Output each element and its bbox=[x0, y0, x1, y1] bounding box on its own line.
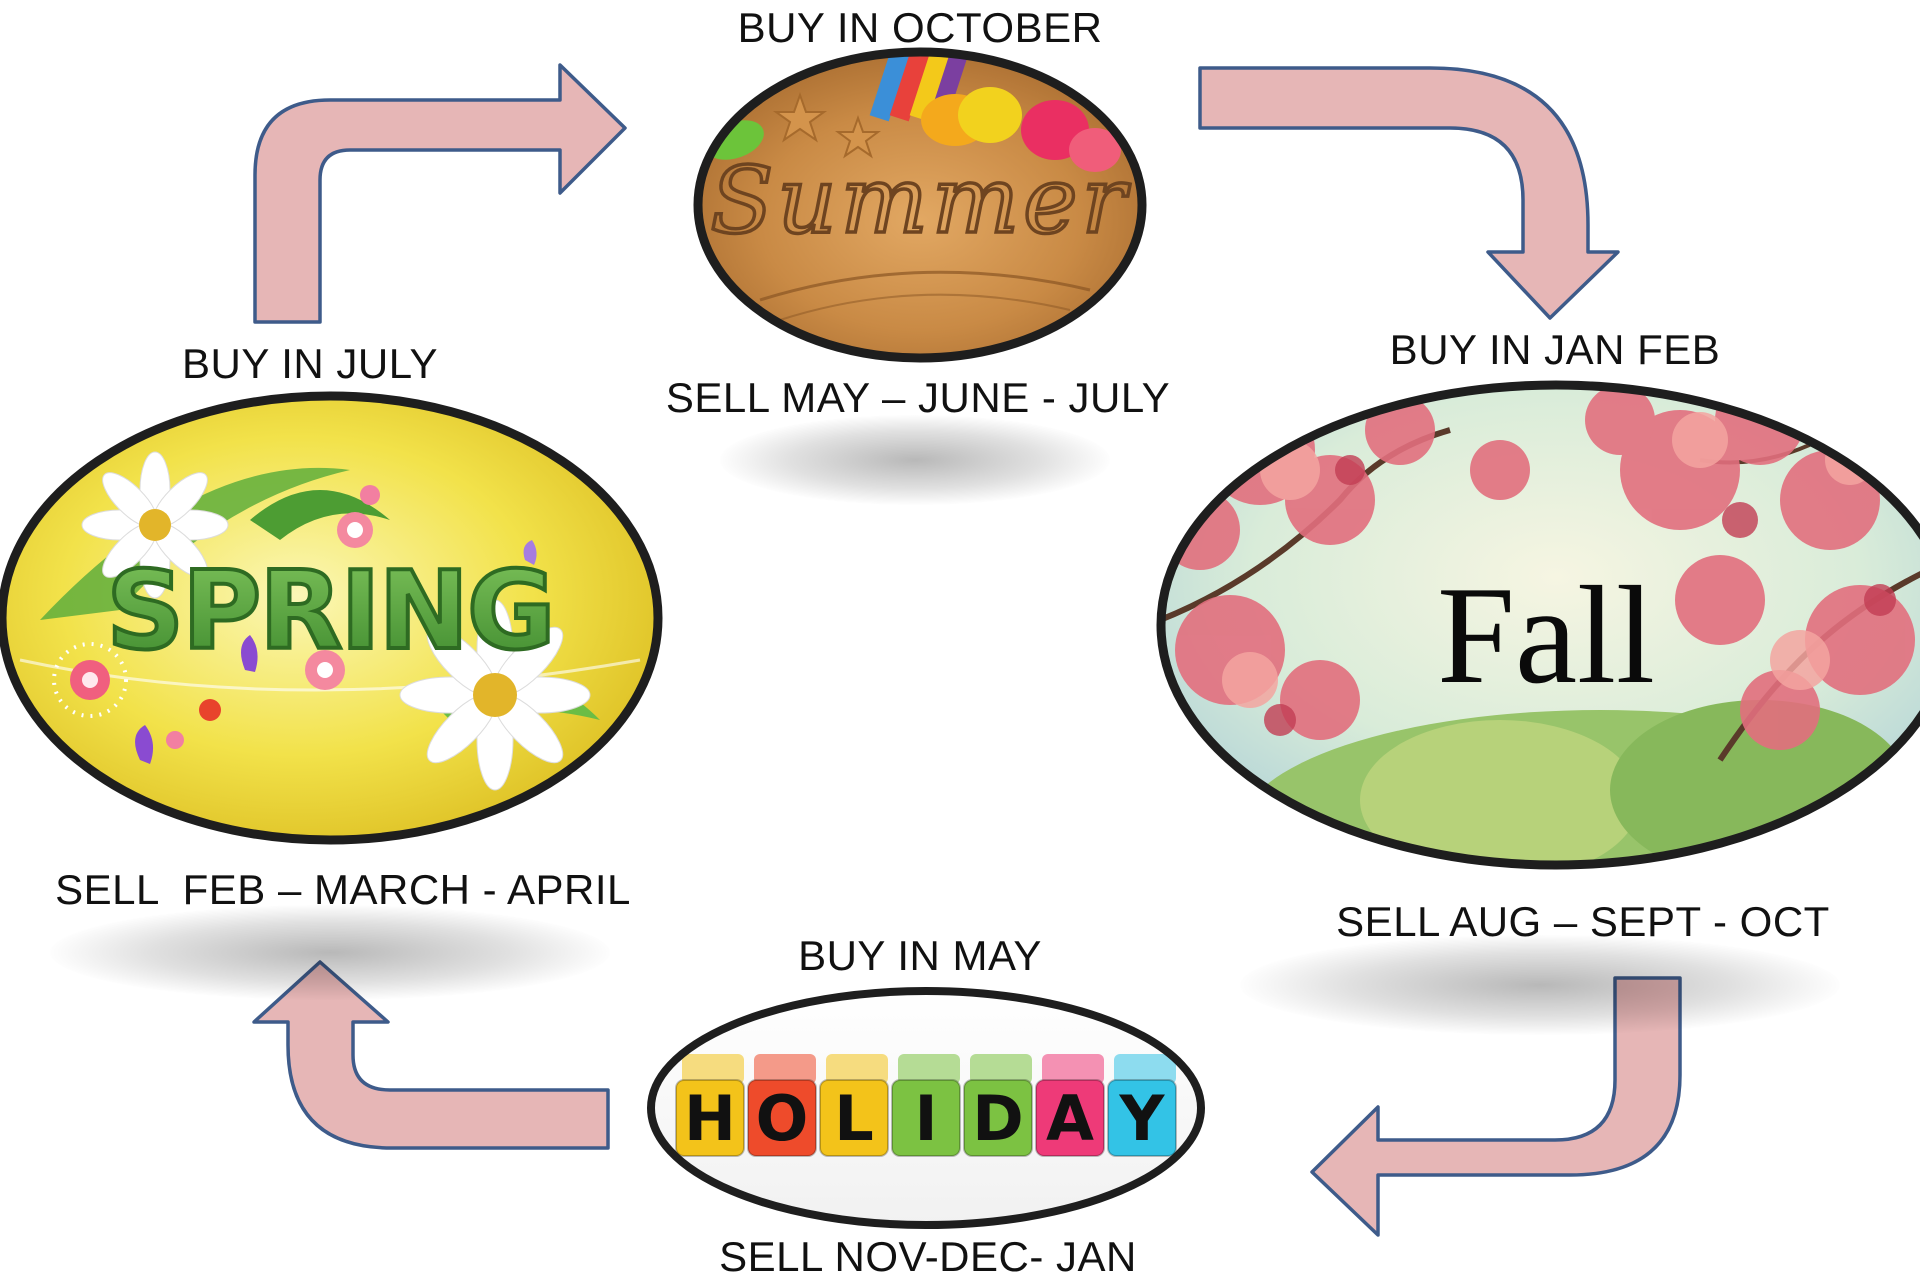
holiday-letter: Y bbox=[1119, 1082, 1166, 1155]
spring-sell-label: SELL FEB – MARCH - APRIL bbox=[55, 866, 631, 913]
holiday-image-border bbox=[647, 987, 1205, 1229]
summer-sell-label: SELL MAY – JUNE - JULY bbox=[665, 374, 1171, 421]
holiday-letter: O bbox=[756, 1082, 809, 1155]
arrow-holiday-to-spring bbox=[252, 960, 610, 1150]
arrows bbox=[252, 63, 1682, 1237]
holiday-letter: I bbox=[914, 1082, 937, 1155]
holiday-letter-block: A bbox=[1035, 1054, 1105, 1157]
summer-image-border bbox=[693, 47, 1147, 363]
summer-picture-text: Summer bbox=[710, 147, 1130, 254]
holiday-buy-label: BUY IN MAY bbox=[798, 932, 1042, 979]
fall-sell-label: SELL AUG – SEPT - OCT bbox=[1336, 898, 1830, 945]
holiday-letter-block: O bbox=[747, 1054, 817, 1157]
spring-buy-label: BUY IN JULY bbox=[181, 340, 439, 387]
holiday-sell-label: SELL NOV-DEC- JAN bbox=[719, 1233, 1137, 1280]
fall-image: Fall bbox=[1156, 380, 1920, 870]
holiday-letter-block: H bbox=[675, 1054, 745, 1157]
arrow-fall-to-holiday bbox=[1310, 976, 1682, 1237]
spring-label-shadow bbox=[50, 905, 610, 1000]
fall-image-border bbox=[1156, 380, 1920, 870]
summer-buy-label: BUY IN OCTOBER bbox=[737, 4, 1103, 51]
holiday-letter-block: Y bbox=[1107, 1054, 1177, 1157]
arrow-spring-to-summer bbox=[253, 63, 627, 324]
spring-picture-text: SPRING bbox=[106, 549, 553, 674]
holiday-letter: H bbox=[684, 1082, 736, 1155]
spring-image: SPRING bbox=[0, 391, 663, 845]
spring-image-border bbox=[0, 391, 663, 845]
holiday-letter-block: D bbox=[963, 1054, 1033, 1157]
holiday-letter-block: I bbox=[891, 1054, 961, 1157]
arrow-summer-to-fall bbox=[1198, 66, 1620, 320]
summer-image: Summer bbox=[693, 47, 1147, 363]
daisy-decoration bbox=[81, 451, 591, 791]
fall-label-shadow bbox=[1240, 935, 1840, 1035]
fall-buy-label: BUY IN JAN FEB bbox=[1389, 326, 1721, 373]
holiday-letter: L bbox=[834, 1082, 874, 1155]
holiday-letter-block: L bbox=[819, 1054, 889, 1157]
fall-picture-text: Fall bbox=[1437, 558, 1655, 713]
summer-label-shadow bbox=[720, 415, 1110, 505]
holiday-letter: A bbox=[1046, 1082, 1094, 1155]
holiday-letter: D bbox=[972, 1082, 1023, 1155]
